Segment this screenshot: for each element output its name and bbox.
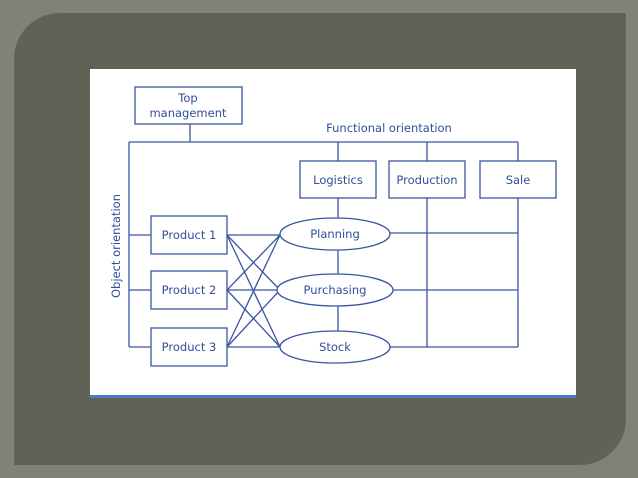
function-label-sale: Sale [506, 173, 531, 187]
org-diagram-svg: Top management Functional orientation Ob… [109, 86, 557, 367]
activity-ellipse-purchasing: Purchasing [276, 273, 394, 307]
product-activity-links [226, 234, 281, 348]
activity-label-purchasing: Purchasing [304, 283, 367, 297]
card-bottom-rule [90, 395, 576, 398]
top-management-label-line2: management [149, 106, 227, 120]
functional-orientation-label: Functional orientation [326, 121, 452, 135]
object-orientation-label: Object orientation [109, 194, 123, 298]
top-management-label-line1: Top [177, 91, 197, 105]
activity-ellipse-stock: Stock [279, 330, 391, 364]
function-box-production: Production [388, 160, 466, 199]
product-label-2: Product 2 [162, 283, 217, 297]
link-p3-planning [226, 234, 281, 348]
function-label-production: Production [396, 173, 457, 187]
product-box-2: Product 2 [150, 270, 228, 310]
product-box-1: Product 1 [150, 215, 228, 255]
link-p3-purchasing [226, 289, 281, 348]
top-management-box: Top management [134, 86, 243, 125]
product-box-3: Product 3 [150, 327, 228, 367]
product-label-3: Product 3 [162, 340, 217, 354]
activity-label-planning: Planning [310, 227, 360, 241]
activity-ellipse-planning: Planning [279, 217, 391, 251]
link-p2-planning [226, 234, 281, 291]
org-diagram: Top management Functional orientation Ob… [90, 69, 576, 397]
function-label-logistics: Logistics [313, 173, 363, 187]
function-box-logistics: Logistics [299, 160, 377, 199]
product-label-1: Product 1 [162, 228, 217, 242]
function-box-sale: Sale [479, 160, 557, 199]
activity-label-stock: Stock [319, 340, 351, 354]
